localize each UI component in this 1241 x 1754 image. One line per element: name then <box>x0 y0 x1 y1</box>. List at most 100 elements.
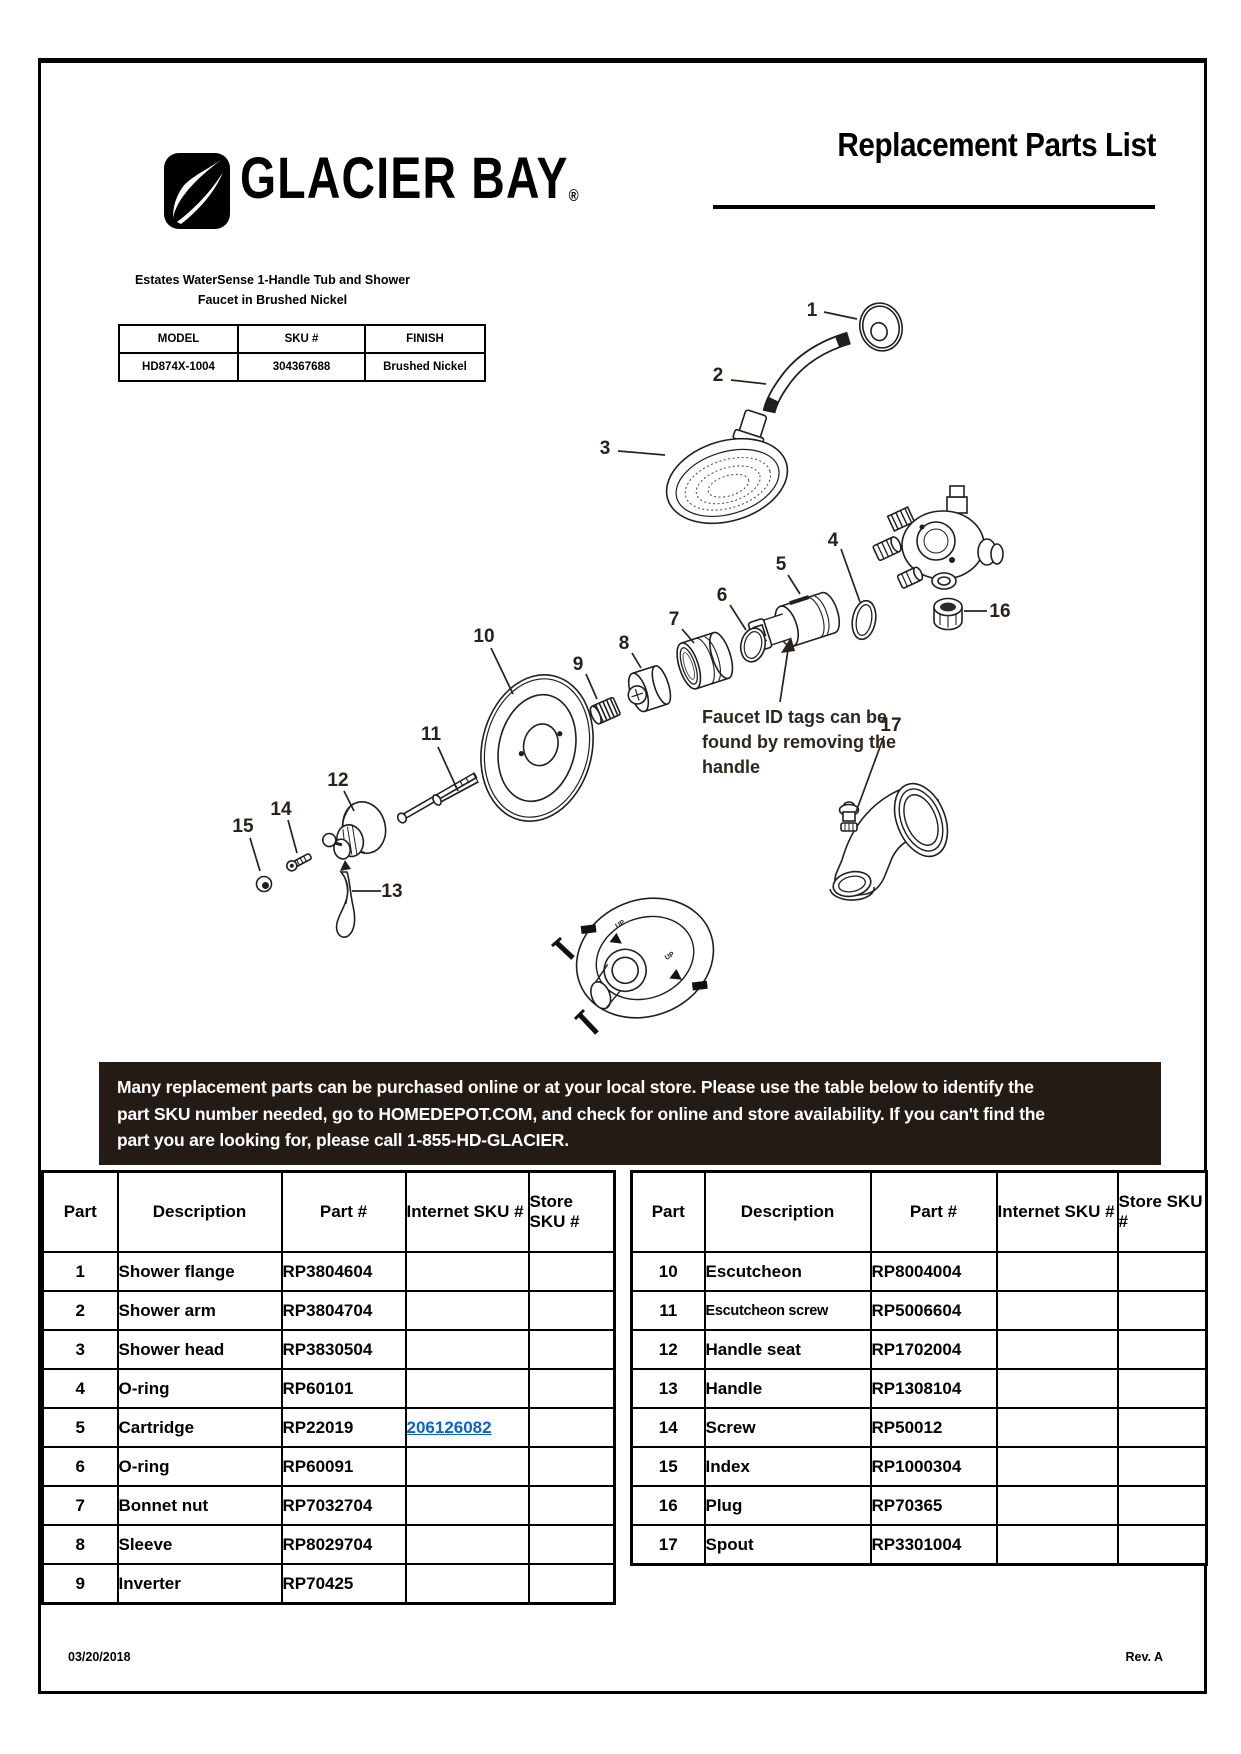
part-cell: 3 <box>41 1329 119 1370</box>
store-sku-col-header: Store SKU # <box>527 1170 616 1253</box>
part-cell: 2 <box>41 1290 119 1331</box>
desc-cell: Handle seat <box>703 1329 872 1370</box>
ssku-cell <box>1116 1368 1208 1409</box>
pn-cell: RP8029704 <box>280 1524 407 1565</box>
isku-cell <box>995 1485 1119 1526</box>
banner-line1: Many replacement parts can be purchased … <box>117 1077 1034 1097</box>
part-cell: 10 <box>630 1251 706 1292</box>
parts-table-left: Part Description Part # Internet SKU # S… <box>41 1170 616 1605</box>
desc-cell: Shower arm <box>116 1290 283 1331</box>
ssku-cell <box>527 1485 616 1526</box>
desc-cell: Spout <box>703 1524 872 1566</box>
ssku-cell <box>1116 1446 1208 1487</box>
table-header-row: Part Description Part # Internet SKU # S… <box>41 1170 616 1253</box>
pn-cell: RP1000304 <box>869 1446 998 1487</box>
pn-cell: RP1308104 <box>869 1368 998 1409</box>
part-cell: 6 <box>41 1446 119 1487</box>
part-cell: 7 <box>41 1485 119 1526</box>
part-cell: 1 <box>41 1251 119 1292</box>
isku-cell <box>404 1290 530 1331</box>
pn-cell: RP5006604 <box>869 1290 998 1331</box>
pn-cell: RP60091 <box>280 1446 407 1487</box>
pn-cell: RP22019 <box>280 1407 407 1448</box>
glacier-bay-logo-icon <box>164 153 230 229</box>
isku-cell <box>995 1524 1119 1566</box>
ssku-cell <box>527 1446 616 1487</box>
desc-cell: Bonnet nut <box>116 1485 283 1526</box>
part-number-col-header: Part # <box>869 1170 998 1253</box>
product-subtitle-line2: Faucet in Brushed Nickel <box>197 293 348 307</box>
pn-cell: RP70425 <box>280 1563 407 1605</box>
desc-cell: Handle <box>703 1368 872 1409</box>
ssku-cell <box>527 1329 616 1370</box>
ssku-cell <box>527 1368 616 1409</box>
pn-cell: RP3830504 <box>280 1329 407 1370</box>
finish-value: Brushed Nickel <box>364 352 486 382</box>
ssku-cell <box>1116 1407 1208 1448</box>
desc-cell: Inverter <box>116 1563 283 1605</box>
footer-revision: Rev. A <box>1125 1650 1163 1664</box>
isku-cell <box>404 1368 530 1409</box>
internet-sku-link[interactable]: 206126082 <box>406 1417 492 1437</box>
isku-cell <box>404 1485 530 1526</box>
isku-cell <box>404 1446 530 1487</box>
ssku-cell <box>527 1290 616 1331</box>
store-sku-col-header: Store SKU # <box>1116 1170 1208 1253</box>
part-cell: 8 <box>41 1524 119 1565</box>
isku-cell <box>404 1563 530 1605</box>
internet-sku-col-header: Internet SKU # <box>995 1170 1119 1253</box>
isku-cell <box>404 1251 530 1292</box>
isku-cell <box>995 1290 1119 1331</box>
page-title: Replacement Parts List <box>837 126 1156 163</box>
ssku-cell <box>1116 1290 1208 1331</box>
model-value: HD874X-1004 <box>118 352 239 382</box>
isku-cell <box>995 1446 1119 1487</box>
desc-cell: Cartridge <box>116 1407 283 1448</box>
desc-cell: Plug <box>703 1485 872 1526</box>
part-cell: 14 <box>630 1407 706 1448</box>
registered-mark: ® <box>568 186 580 205</box>
part-cell: 5 <box>41 1407 119 1448</box>
banner-line3: part you are looking for, please call 1-… <box>117 1130 569 1150</box>
desc-cell: Escutcheon screw <box>703 1290 872 1331</box>
part-cell: 4 <box>41 1368 119 1409</box>
sku-header: SKU # <box>237 324 366 354</box>
finish-header: FINISH <box>364 324 486 354</box>
pn-cell: RP50012 <box>869 1407 998 1448</box>
banner-line2: part SKU number needed, go to HOMEDEPOT.… <box>117 1103 1045 1124</box>
brand-wordmark: GLACIER BAY® <box>240 150 580 208</box>
isku-cell <box>995 1251 1119 1292</box>
description-col-header: Description <box>703 1170 872 1253</box>
pn-cell: RP3804704 <box>280 1290 407 1331</box>
ssku-cell <box>527 1563 616 1605</box>
pn-cell: RP70365 <box>869 1485 998 1526</box>
pn-cell: RP7032704 <box>280 1485 407 1526</box>
product-subtitle-line1: Estates WaterSense 1-Handle Tub and Show… <box>134 273 411 287</box>
part-col-header: Part <box>630 1170 706 1253</box>
isku-cell: 206126082 <box>404 1407 530 1448</box>
availability-banner: Many replacement parts can be purchased … <box>99 1062 1161 1165</box>
model-info-table: MODEL SKU # FINISH HD874X-1004 304367688… <box>118 324 486 382</box>
desc-cell: Escutcheon <box>703 1251 872 1292</box>
product-subtitle: Estates WaterSense 1-Handle Tub and Show… <box>100 270 445 310</box>
isku-cell <box>995 1329 1119 1370</box>
part-col-header: Part <box>41 1170 119 1253</box>
ssku-cell <box>527 1251 616 1292</box>
part-cell: 17 <box>630 1524 706 1566</box>
part-cell: 16 <box>630 1485 706 1526</box>
